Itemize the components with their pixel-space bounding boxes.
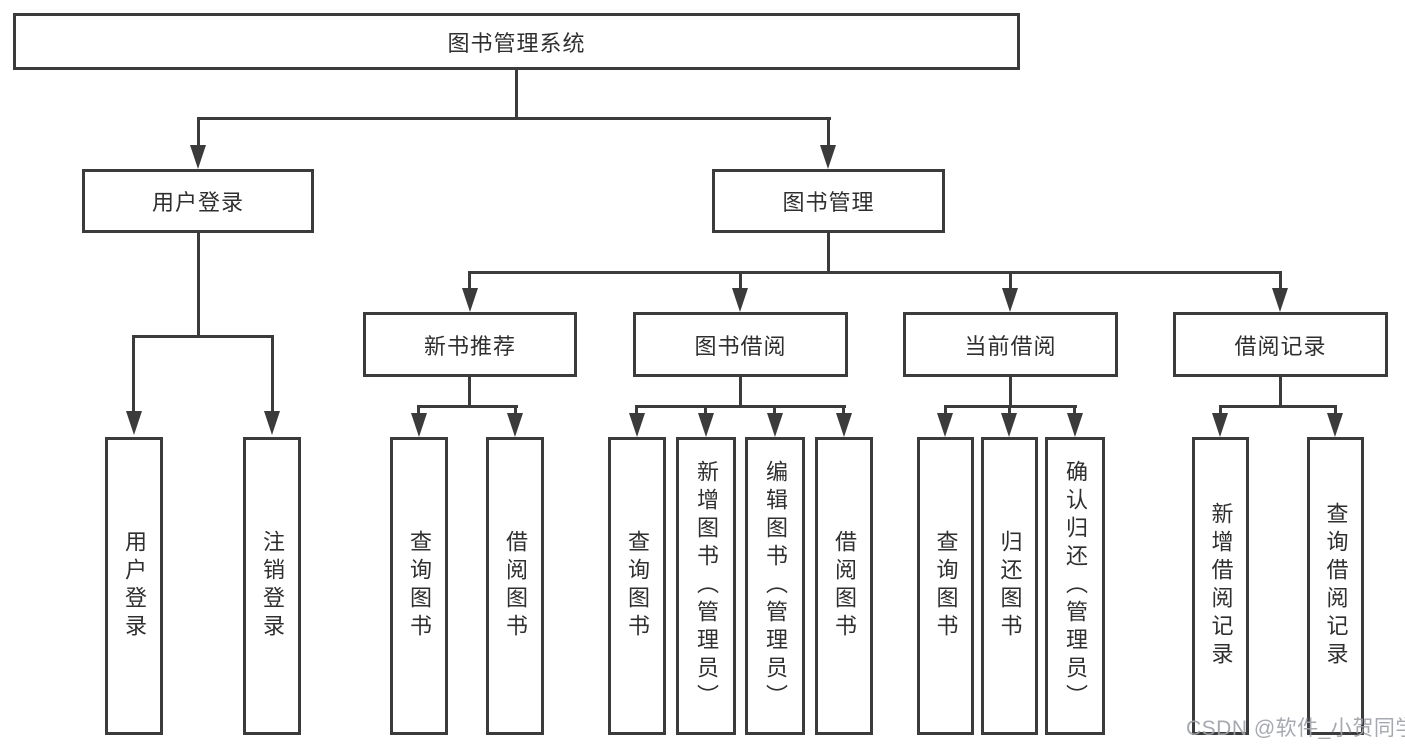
arrow-down-icon: [1002, 288, 1018, 312]
arrow-down-icon: [264, 411, 280, 435]
arrow-down-icon: [1067, 413, 1083, 437]
leaf-query-books-recommend: 查询图书: [390, 437, 448, 735]
connector-line: [132, 335, 274, 338]
leaf-borrow-books-borrowing: 借阅图书: [815, 437, 873, 735]
arrow-down-icon: [126, 411, 142, 435]
node-label: 图书管理系统: [447, 30, 586, 56]
node-label: 编辑图书（管理员）: [763, 460, 788, 712]
node-label: 图书管理: [782, 190, 875, 215]
connector-line: [773, 405, 776, 415]
connector-line: [468, 377, 471, 408]
arrow-down-icon: [1272, 288, 1288, 312]
node-label: 确认归还（管理员）: [1063, 460, 1088, 712]
connector-line: [739, 271, 742, 291]
node-label: 查询图书: [625, 530, 650, 642]
node-borrowing-records: 借阅记录: [1173, 312, 1388, 377]
leaf-query-borrow-record: 查询借阅记录: [1307, 437, 1364, 735]
node-label: 图书借阅: [694, 333, 787, 359]
leaf-logout: 注销登录: [243, 437, 301, 735]
arrow-down-icon: [190, 145, 206, 169]
leaf-add-borrow-record: 新增借阅记录: [1192, 437, 1249, 735]
arrow-down-icon: [411, 413, 427, 437]
arrow-down-icon: [767, 413, 783, 437]
connector-line: [515, 70, 518, 120]
connector-line: [827, 117, 830, 148]
node-label: 借阅图书: [503, 530, 528, 642]
connector-line: [468, 271, 471, 291]
node-label: 归还图书: [997, 530, 1023, 642]
node-new-book-recommend: 新书推荐: [363, 312, 577, 377]
connector-line: [1334, 405, 1337, 415]
connector-line: [514, 405, 517, 415]
connector-line: [468, 271, 1282, 274]
arrow-down-icon: [836, 413, 852, 437]
connector-line: [1009, 377, 1012, 408]
node-book-management: 图书管理: [712, 169, 945, 233]
connector-line: [739, 377, 742, 408]
connector-line: [1279, 377, 1282, 408]
node-current-borrowing: 当前借阅: [903, 312, 1118, 377]
arrow-down-icon: [732, 288, 748, 312]
connector-line: [704, 405, 707, 415]
leaf-add-book-admin: 新增图书（管理员）: [676, 437, 736, 735]
connector-line: [132, 335, 135, 415]
node-book-borrowing: 图书借阅: [633, 312, 848, 377]
node-label: 查询借阅记录: [1323, 502, 1349, 670]
arrow-down-icon: [698, 413, 714, 437]
connector-line: [417, 405, 518, 408]
connector-line: [1009, 271, 1012, 291]
arrow-down-icon: [507, 413, 523, 437]
arrow-down-icon: [820, 145, 836, 169]
arrow-down-icon: [1212, 413, 1228, 437]
connector-line: [417, 405, 420, 415]
connector-line: [1279, 271, 1282, 291]
node-label: 查询图书: [933, 530, 959, 642]
node-label: 新增借阅记录: [1208, 502, 1234, 670]
arrow-down-icon: [1327, 413, 1343, 437]
leaf-user-login: 用户登录: [105, 437, 163, 735]
node-label: 注销登录: [260, 530, 285, 642]
node-label: 用户登录: [151, 190, 244, 215]
node-label: 新增图书（管理员）: [694, 460, 719, 712]
node-label: 当前借阅: [964, 333, 1057, 359]
leaf-confirm-return-admin: 确认归还（管理员）: [1045, 437, 1105, 735]
connector-line: [197, 233, 200, 338]
connector-line: [1008, 405, 1011, 415]
node-label: 用户登录: [122, 530, 147, 642]
connector-line: [197, 117, 200, 148]
node-label: 查询图书: [407, 530, 432, 642]
connector-line: [827, 233, 830, 274]
connector-line: [271, 335, 274, 415]
connector-line: [944, 405, 947, 415]
leaf-return-books: 归还图书: [981, 437, 1038, 735]
arrow-down-icon: [1001, 413, 1017, 437]
connector-line: [197, 117, 831, 120]
leaf-query-books-borrowing: 查询图书: [608, 437, 666, 735]
arrow-down-icon: [462, 288, 478, 312]
node-label: 新书推荐: [423, 333, 516, 359]
leaf-edit-book-admin: 编辑图书（管理员）: [745, 437, 805, 735]
csdn-watermark: CSDN @软件_小贺同学: [1186, 717, 1405, 740]
connector-line: [1219, 405, 1222, 415]
node-label: 借阅图书: [832, 530, 857, 642]
connector-line: [1219, 405, 1337, 408]
leaf-query-books-current: 查询图书: [917, 437, 974, 735]
connector-line: [635, 405, 638, 415]
node-library-management-system: 图书管理系统: [13, 13, 1020, 70]
arrow-down-icon: [937, 413, 953, 437]
connector-line: [842, 405, 845, 415]
connector-line: [1073, 405, 1076, 415]
connector-line: [635, 405, 846, 408]
arrow-down-icon: [629, 413, 645, 437]
node-label: 借阅记录: [1234, 333, 1327, 359]
leaf-borrow-books-recommend: 借阅图书: [486, 437, 544, 735]
node-user-login: 用户登录: [82, 169, 314, 233]
